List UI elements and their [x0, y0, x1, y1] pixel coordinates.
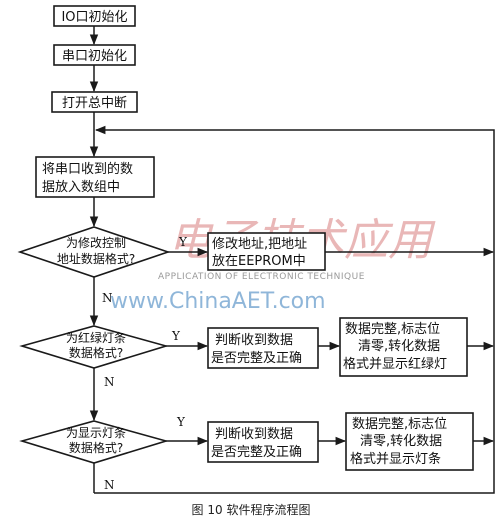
label-d1-no: N: [102, 291, 113, 305]
box-enable-interrupt-label: 打开总中断: [62, 96, 127, 111]
box-serial-init-label: 串口初始化: [62, 49, 127, 64]
figure-caption: 图 10 软件程序流程图: [192, 502, 311, 517]
box-check-2-line-1: 判断收到数据: [215, 333, 293, 348]
box-modify-address: [207, 232, 326, 271]
box-io-init-label: IO口初始化: [61, 10, 127, 25]
box-receive: [35, 156, 155, 198]
box-modify-address-line-1: 修改地址,把地址: [212, 237, 307, 252]
box-result-3-line-3: 格式并显示灯条: [350, 451, 441, 467]
decision-1-line-2: 地址数据格式?: [57, 251, 135, 266]
decision-3-line-2: 数据格式?: [69, 440, 123, 455]
box-result-2-line-2: 清零,转化数据: [358, 339, 440, 354]
label-d2-yes: Y: [171, 329, 181, 343]
box-receive-line-2: 据放入数组中: [42, 180, 120, 195]
loop-back-line: [94, 125, 495, 494]
decision-2-line-1: 为红绿灯条: [66, 330, 126, 345]
decision-1-line-1: 为修改控制: [66, 235, 126, 250]
box-result-3-line-1: 数据完整,标志位: [352, 417, 447, 432]
label-d2-no: N: [104, 375, 115, 389]
box-check-3-line-2: 是否完整及正确: [211, 445, 302, 460]
decision-3-line-1: 为显示灯条: [66, 426, 126, 440]
watermark-url: www.ChinaAET.com: [110, 289, 326, 314]
box-check-3-line-1: 判断收到数据: [215, 427, 293, 442]
box-receive-line-1: 将串口收到的数: [42, 161, 133, 177]
box-check-2-line-2: 是否完整及正确: [211, 351, 302, 366]
box-result-2-line-3: 格式并显示红绿灯: [343, 356, 447, 372]
box-result-2-line-1: 数据完整,标志位: [345, 322, 440, 337]
box-check-data-2: [207, 327, 319, 369]
label-d3-no: N: [104, 478, 115, 492]
label-d1-yes: Y: [178, 235, 188, 249]
decision-2-line-2: 数据格式?: [69, 345, 123, 360]
box-show-traffic-light: [339, 317, 468, 377]
box-check-data-3: [207, 421, 319, 463]
watermark-tagline: APPLICATION OF ELECTRONIC TECHNIQUE: [158, 272, 365, 282]
box-modify-address-line-2: 放在EEPROM中: [212, 254, 306, 269]
label-d3-yes: Y: [176, 415, 186, 429]
box-show-light-strip: [345, 412, 474, 471]
box-result-3-line-2: 清零,转化数据: [360, 434, 442, 449]
